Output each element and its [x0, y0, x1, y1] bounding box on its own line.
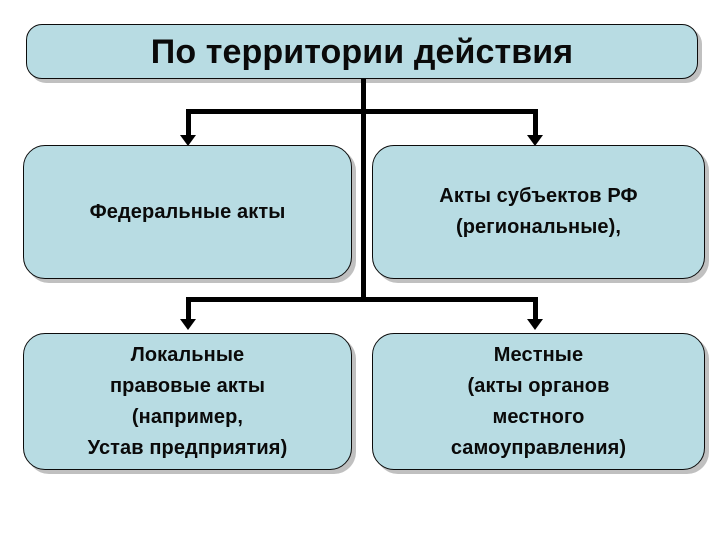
- connector-trunk-upper: [361, 79, 366, 113]
- diagram-title-node: По территории действия: [26, 24, 698, 79]
- node-regional-acts-label: Акты субъектов РФ (региональные),: [439, 185, 638, 238]
- connector-trunk-lower: [361, 113, 366, 302]
- connector-bar-level-2: [186, 297, 538, 302]
- arrowhead-federal-icon: [180, 135, 196, 146]
- node-regional-acts: Акты субъектов РФ (региональные),: [372, 145, 705, 279]
- node-local-acts-label: Локальные правовые акты (например, Устав…: [87, 343, 288, 459]
- arrowhead-local-icon: [180, 319, 196, 330]
- connector-drop-municipal: [533, 297, 538, 319]
- node-federal-acts: Федеральные акты: [23, 145, 352, 279]
- connector-drop-regional: [533, 109, 538, 137]
- connector-drop-federal: [186, 109, 191, 137]
- node-federal-acts-label: Федеральные акты: [89, 200, 286, 223]
- node-local-acts: Локальные правовые акты (например, Устав…: [23, 333, 352, 470]
- node-municipal-acts: Местные (акты органов местного самоуправ…: [372, 333, 705, 470]
- arrowhead-regional-icon: [527, 135, 543, 146]
- connector-bar-level-1: [186, 109, 538, 114]
- node-municipal-acts-label: Местные (акты органов местного самоуправ…: [450, 343, 627, 459]
- diagram-title-label: По территории действия: [150, 32, 574, 71]
- connector-drop-local: [186, 297, 191, 319]
- arrowhead-municipal-icon: [527, 319, 543, 330]
